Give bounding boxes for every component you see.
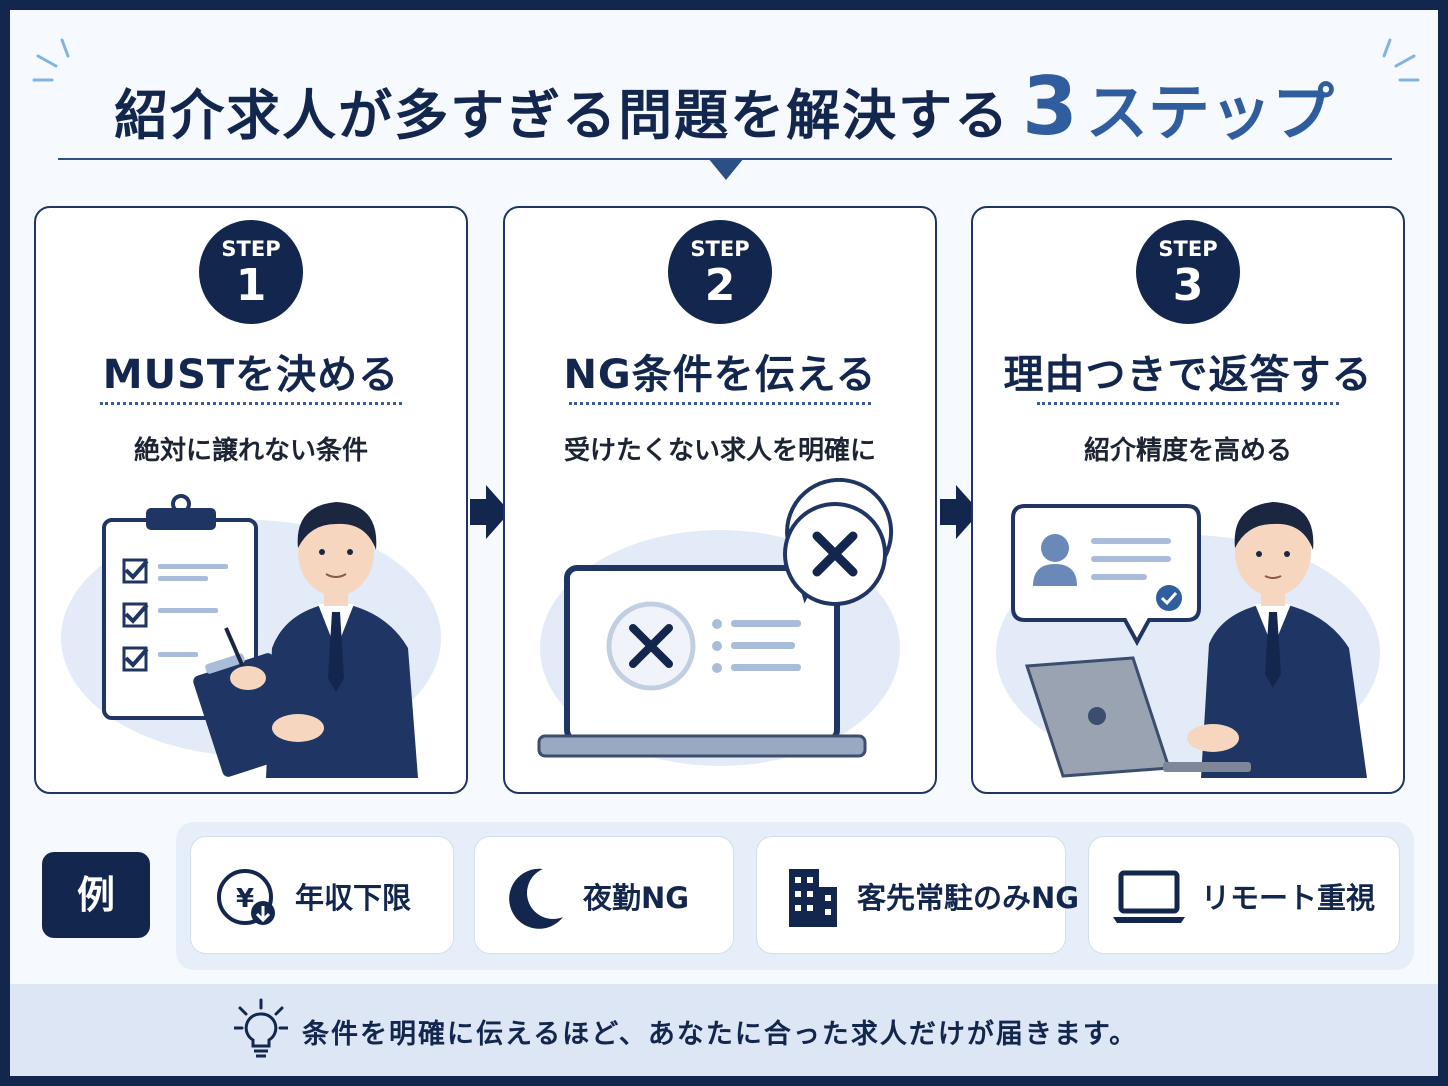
footer-message: 条件を明確に伝えるほど、あなたに合った求人だけが届きます。 — [302, 1019, 1139, 1050]
businessman-icon — [193, 502, 418, 778]
building-icon — [789, 869, 837, 927]
profile-speech-bubble-icon — [1011, 504, 1201, 647]
title-suffix: ステップ — [1085, 76, 1334, 149]
step-badge-label: STEP — [1158, 237, 1218, 261]
checkbox-icon — [122, 558, 228, 584]
businessman-icon — [1187, 502, 1367, 778]
svg-text:¥: ¥ — [236, 884, 254, 914]
reply-businessman-laptop-illustration — [996, 502, 1380, 778]
title-number: 3 — [1022, 60, 1078, 153]
footer-banner: 条件を明確に伝えるほど、あなたに合った求人だけが届きます。 — [10, 984, 1438, 1076]
moon-icon — [509, 868, 563, 929]
example-item-label: 年収下限 — [295, 881, 412, 915]
title-main: 紹介求人が多すぎる問題を解決する — [114, 84, 1011, 147]
laptop-icon — [1113, 870, 1185, 923]
step-card-1: STEP 1 MUSTを決める 絶対に譲れない条件 — [34, 206, 468, 794]
step-card-2: STEP 2 NG条件を伝える 受けたくない求人を明確に — [503, 206, 937, 794]
step-title: MUSTを決める — [102, 352, 400, 398]
sparkle-rays-left-icon — [32, 38, 70, 82]
step-badge-number: 2 — [704, 260, 736, 311]
next-arrow-icon — [470, 485, 510, 539]
step-badge-number: 3 — [1172, 260, 1204, 311]
step-subtitle: 受けたくない求人を明確に — [563, 436, 876, 466]
dotted-divider — [1037, 402, 1339, 405]
step-badge-label: STEP — [690, 237, 750, 261]
step-badge-2: STEP 2 — [668, 220, 772, 324]
example-item-remote: リモート重視 — [1088, 836, 1400, 954]
step-badge-1: STEP 1 — [199, 220, 303, 324]
step-card-3: STEP 3 理由つきで返答する 紹介精度を高める — [971, 206, 1405, 794]
example-item-label: 夜勤NG — [583, 881, 690, 915]
sparkle-rays-right-icon — [1382, 38, 1420, 82]
laptop-icon — [1024, 656, 1251, 778]
checkbox-icon — [122, 646, 198, 672]
laptop-ng-illustration — [537, 478, 900, 766]
step-title: 理由つきで返答する — [1003, 352, 1373, 398]
step-title: NG条件を伝える — [563, 352, 877, 398]
yen-down-icon: ¥ — [217, 869, 275, 925]
laptop-icon — [537, 565, 867, 758]
next-arrow-icon — [940, 485, 980, 539]
step-subtitle: 紹介精度を高める — [1083, 436, 1292, 466]
down-triangle-icon — [708, 158, 744, 180]
dotted-divider — [569, 402, 871, 405]
step-badge-number: 1 — [235, 260, 267, 311]
step-badge-3: STEP 3 — [1136, 220, 1240, 324]
step-subtitle: 絶対に譲れない条件 — [133, 436, 368, 466]
lightbulb-icon — [234, 998, 288, 1058]
example-item-label: 客先常駐のみNG — [857, 881, 1080, 915]
example-item-income: ¥ 年収下限 — [190, 836, 454, 954]
speech-bubble-x-icon — [783, 478, 894, 606]
examples-label: 例 — [42, 852, 150, 938]
example-item-night-shift: 夜勤NG — [474, 836, 734, 954]
example-item-onsite: 客先常駐のみNG — [756, 836, 1079, 954]
checkbox-icon — [122, 602, 218, 628]
example-item-label: リモート重視 — [1201, 881, 1376, 915]
dotted-divider — [100, 402, 402, 405]
step-badge-label: STEP — [221, 237, 281, 261]
clipboard-checklist-businessman-illustration — [61, 494, 441, 778]
